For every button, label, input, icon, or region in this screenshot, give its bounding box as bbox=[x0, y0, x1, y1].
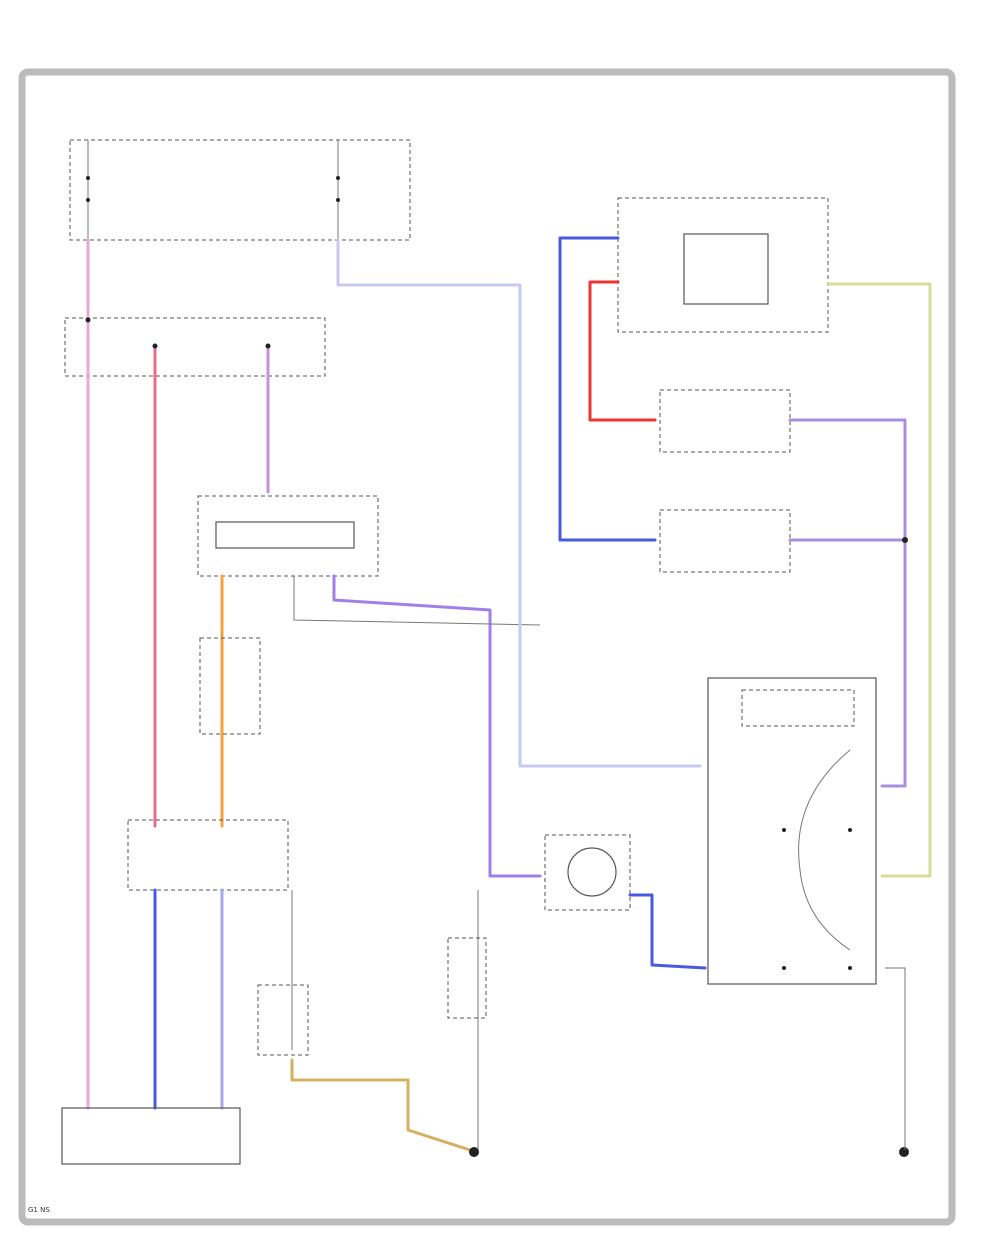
connector-box-center bbox=[447, 937, 487, 1019]
switch-assembly-box bbox=[707, 677, 877, 985]
wire-red-right bbox=[588, 280, 657, 422]
ground-icon bbox=[469, 1147, 479, 1157]
wire-violet-right-2 bbox=[788, 538, 907, 788]
wire-yellow-green bbox=[826, 282, 932, 878]
motor-box bbox=[544, 834, 631, 911]
switch-module-box bbox=[127, 819, 289, 891]
wire-blue-motor bbox=[628, 893, 707, 970]
wire-violet-right-1 bbox=[788, 418, 907, 542]
splice-dot-icon bbox=[86, 176, 90, 180]
fuse-box-top bbox=[69, 139, 411, 241]
splice-dot-icon bbox=[336, 176, 340, 180]
ground-icon bbox=[899, 1147, 909, 1157]
diagram-frame bbox=[18, 68, 956, 1226]
switch-icon bbox=[848, 966, 852, 970]
splice-dot-icon bbox=[336, 198, 340, 202]
wire-purple-1 bbox=[332, 574, 542, 878]
control-module-box bbox=[197, 495, 379, 577]
wire-lavender-top bbox=[336, 238, 702, 768]
connector-box-mid bbox=[199, 637, 261, 735]
motor-icon bbox=[567, 847, 617, 897]
actuator-upper bbox=[659, 389, 791, 453]
splice-dot-icon bbox=[265, 343, 271, 349]
relay-inner bbox=[683, 233, 769, 305]
actuator-lower bbox=[659, 509, 791, 573]
splice-dot-icon bbox=[85, 317, 91, 323]
wire-grey-ground-right bbox=[885, 967, 906, 1150]
wire-blue-right bbox=[558, 236, 657, 542]
connector-box-lower bbox=[257, 984, 309, 1056]
switch-assembly-arc bbox=[798, 749, 851, 951]
splice-dot-icon bbox=[902, 537, 908, 543]
control-module-inner bbox=[215, 521, 355, 549]
switch-icon bbox=[782, 828, 786, 832]
junction-connector-box bbox=[64, 317, 326, 377]
switch-icon bbox=[782, 966, 786, 970]
splice-dot-icon bbox=[86, 198, 90, 202]
switch-assembly-top bbox=[741, 689, 855, 727]
relay-box-top bbox=[617, 197, 829, 333]
ecu-box bbox=[61, 1107, 241, 1165]
page-label: G1 NS bbox=[28, 1206, 50, 1214]
switch-icon bbox=[848, 828, 852, 832]
wire-tan-ground bbox=[290, 1058, 472, 1152]
splice-dot-icon bbox=[152, 343, 158, 349]
wire-grey-1 bbox=[293, 576, 541, 626]
